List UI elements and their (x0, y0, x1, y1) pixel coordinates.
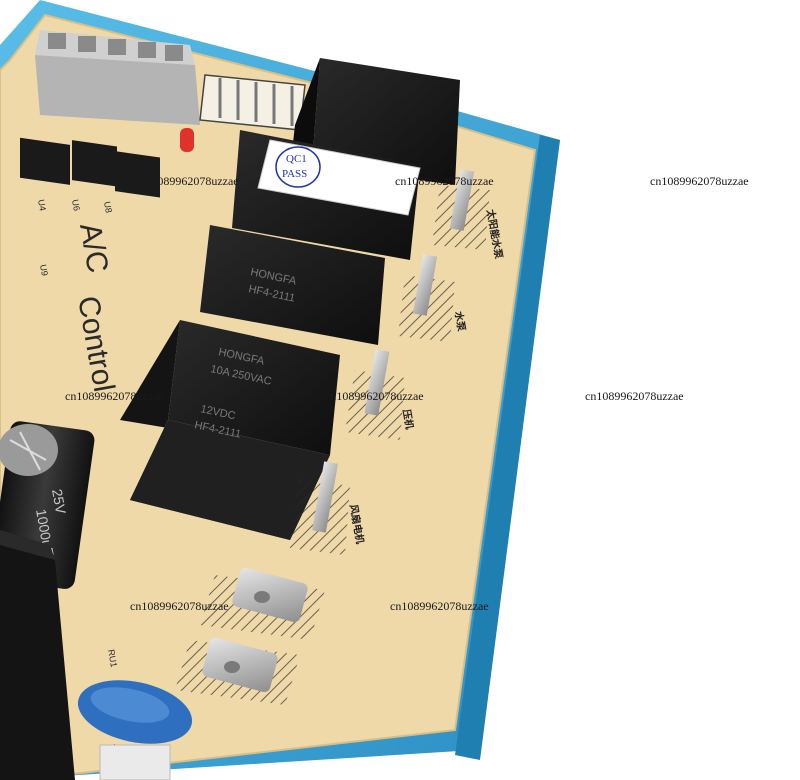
watermark-8: cn1089962078uzzae (390, 599, 489, 613)
watermark-6: cn1089962078uzzae (585, 389, 684, 403)
silk-label-u6: U6 (70, 199, 82, 212)
terminal-label-compressor: 压机 (400, 408, 416, 430)
spade-terminal-4 (290, 461, 350, 555)
watermark-5: cn1089962078uzzae (325, 389, 424, 403)
silk-label-u9: U9 (38, 264, 50, 277)
silk-label-u8: U8 (102, 201, 114, 214)
blue-varistor (77, 680, 193, 744)
terminal-label-pump: 水泵 (452, 309, 469, 333)
watermark-1: cn1089962078uzzae (140, 174, 239, 188)
transformer-block (0, 530, 75, 780)
spade-terminal-bottom-1 (200, 567, 325, 640)
sticker-line1: QC1 (286, 153, 307, 165)
screw-terminal-block (35, 30, 200, 125)
red-led (180, 128, 194, 152)
pin-header (199, 74, 306, 131)
capacitor-voltage: 25V (49, 488, 69, 516)
qc-pass-sticker: QC1 PASS (257, 139, 421, 216)
watermark-3: cn1089962078uzzae (650, 174, 749, 188)
watermark-2: cn1089962078uzzae (395, 174, 494, 188)
watermark-7: cn1089962078uzzae (130, 599, 229, 613)
spade-terminal-bottom-2 (175, 637, 300, 705)
relay-3: HONGFA HF4-2111 (200, 225, 385, 345)
watermark-4: cn1089962078uzzae (65, 389, 164, 403)
enclosure-right-wall (455, 135, 560, 760)
silk-label-u4: U4 (36, 199, 48, 212)
spade-terminal-2 (398, 254, 455, 342)
relay-4: HONGFA 10A 250VAC 12VDC HF4-2111 (120, 320, 340, 540)
silk-label-ru1: RU1 (106, 649, 119, 668)
optocouplers (20, 137, 160, 198)
spade-terminal-3 (345, 349, 405, 440)
white-cable (99, 744, 171, 780)
spade-terminal-1 (432, 169, 490, 250)
sticker-line2: PASS (282, 168, 307, 180)
